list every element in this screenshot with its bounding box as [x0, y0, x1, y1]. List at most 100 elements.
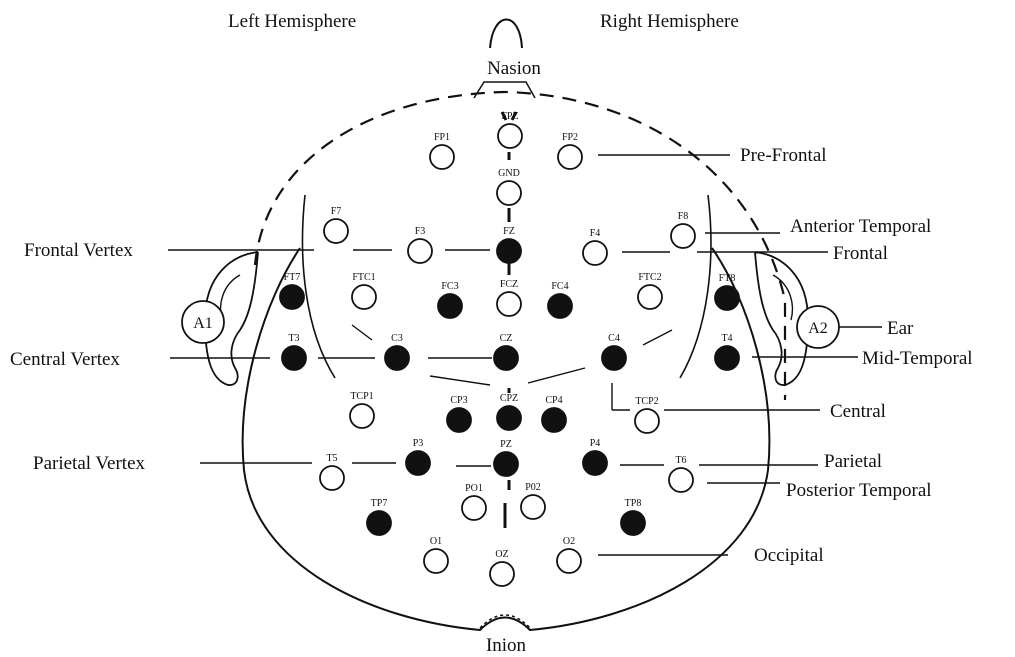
electrode-label-po2: P02: [525, 482, 541, 493]
electrode-cz: [494, 346, 518, 370]
electrode-label-tp8: TP8: [625, 498, 642, 509]
ear-label-a2: A2: [808, 320, 828, 337]
electrode-label-tcp2: TCP2: [635, 396, 658, 407]
electrode-label-p3: P3: [413, 438, 424, 449]
right-ear-inner: [773, 275, 792, 320]
label-parietal: Parietal: [824, 451, 882, 472]
electrode-ftc2: [638, 285, 662, 309]
electrode-f3: [408, 239, 432, 263]
electrode-label-t5: T5: [326, 453, 337, 464]
ear-label-a1: A1: [193, 315, 213, 332]
electrode-t5: [320, 466, 344, 490]
label-ear: Ear: [887, 318, 914, 339]
label-parietal-vertex: Parietal Vertex: [33, 453, 146, 474]
electrode-label-cz: CZ: [500, 333, 513, 344]
electrode-label-f3: F3: [415, 226, 426, 237]
electrode-ft8: [715, 286, 739, 310]
right-temporal-curve: [680, 195, 711, 378]
label-occipital: Occipital: [754, 545, 824, 566]
electrode-po2: [521, 495, 545, 519]
connection-lines: [168, 155, 882, 555]
electrode-t3: [282, 346, 306, 370]
electrode-label-c4: C4: [608, 333, 620, 344]
inion-label: Inion: [486, 635, 527, 656]
electrode-fc3: [438, 294, 462, 318]
electrode-cp3: [447, 408, 471, 432]
electrode-tcp2: [635, 409, 659, 433]
electrode-po1: [462, 496, 486, 520]
label-mid-temporal: Mid-Temporal: [862, 348, 973, 369]
electrode-label-t3: T3: [288, 333, 299, 344]
nasion-label: Nasion: [487, 58, 541, 79]
electrode-label-tp7: TP7: [371, 498, 388, 509]
electrode-p3: [406, 451, 430, 475]
electrode-gnd: [497, 181, 521, 205]
electrode-label-cp3: CP3: [450, 395, 467, 406]
electrode-c4: [602, 346, 626, 370]
label-pre-frontal: Pre-Frontal: [740, 145, 827, 166]
nose: [490, 20, 522, 49]
electrode-f4: [583, 241, 607, 265]
electrode-o1: [424, 549, 448, 573]
right-hemisphere-title: Right Hemisphere: [600, 11, 739, 32]
electrode-label-ftc2: FTC2: [638, 272, 661, 283]
electrode-label-ftc1: FTC1: [352, 272, 375, 283]
electrode-label-oz: OZ: [495, 549, 508, 560]
electrode-ft7: [280, 285, 304, 309]
label-frontal-vertex: Frontal Vertex: [24, 240, 133, 261]
label-frontal: Frontal: [833, 243, 888, 264]
electrode-label-t6: T6: [675, 455, 686, 466]
electrode-ftc1: [352, 285, 376, 309]
electrode-label-ft8: FT8: [719, 273, 736, 284]
electrode-tp7: [367, 511, 391, 535]
electrode-label-fcz: FCZ: [500, 279, 518, 290]
label-anterior-temporal: Anterior Temporal: [790, 216, 931, 237]
electrode-label-o2: O2: [563, 536, 575, 547]
electrode-label-f7: F7: [331, 206, 342, 217]
electrode-label-po1: PO1: [465, 483, 483, 494]
electrode-tcp1: [350, 404, 374, 428]
electrode-fc4: [548, 294, 572, 318]
label-central: Central: [830, 401, 886, 422]
electrode-label-tcp1: TCP1: [350, 391, 373, 402]
label-central-vertex: Central Vertex: [10, 349, 120, 370]
electrode-label-fp1: FP1: [434, 132, 450, 143]
electrode-label-cpz: CPZ: [500, 393, 518, 404]
left-hemisphere-title: Left Hemisphere: [228, 11, 356, 32]
nasion-bracket: [474, 82, 535, 98]
electrode-fp2: [558, 145, 582, 169]
electrode-fpz: [498, 124, 522, 148]
electrode-f8: [671, 224, 695, 248]
electrode-label-cp4: CP4: [545, 395, 562, 406]
electrode-c3: [385, 346, 409, 370]
electrode-label-fpz: FPZ: [501, 111, 518, 122]
electrode-label-f8: F8: [678, 211, 689, 222]
electrode-fz: [497, 239, 521, 263]
electrode-p4: [583, 451, 607, 475]
electrode-o2: [557, 549, 581, 573]
electrode-t6: [669, 468, 693, 492]
label-posterior-temporal: Posterior Temporal: [786, 480, 932, 501]
electrode-label-gnd: GND: [498, 168, 520, 179]
electrode-t4: [715, 346, 739, 370]
electrode-tp8: [621, 511, 645, 535]
electrode-f7: [324, 219, 348, 243]
electrode-pz: [494, 452, 518, 476]
electrode-cpz: [497, 406, 521, 430]
electrode-fcz: [497, 292, 521, 316]
electrode-label-o1: O1: [430, 536, 442, 547]
electrode-label-c3: C3: [391, 333, 403, 344]
electrode-label-pz: PZ: [500, 439, 512, 450]
electrode-label-t4: T4: [721, 333, 732, 344]
electrode-cp4: [542, 408, 566, 432]
electrode-label-ft7: FT7: [284, 272, 301, 283]
electrode-fp1: [430, 145, 454, 169]
electrode-oz: [490, 562, 514, 586]
electrode-label-fc3: FC3: [441, 281, 458, 292]
electrode-label-fc4: FC4: [551, 281, 568, 292]
left-ear-inner: [221, 275, 240, 320]
electrode-label-p4: P4: [590, 438, 601, 449]
